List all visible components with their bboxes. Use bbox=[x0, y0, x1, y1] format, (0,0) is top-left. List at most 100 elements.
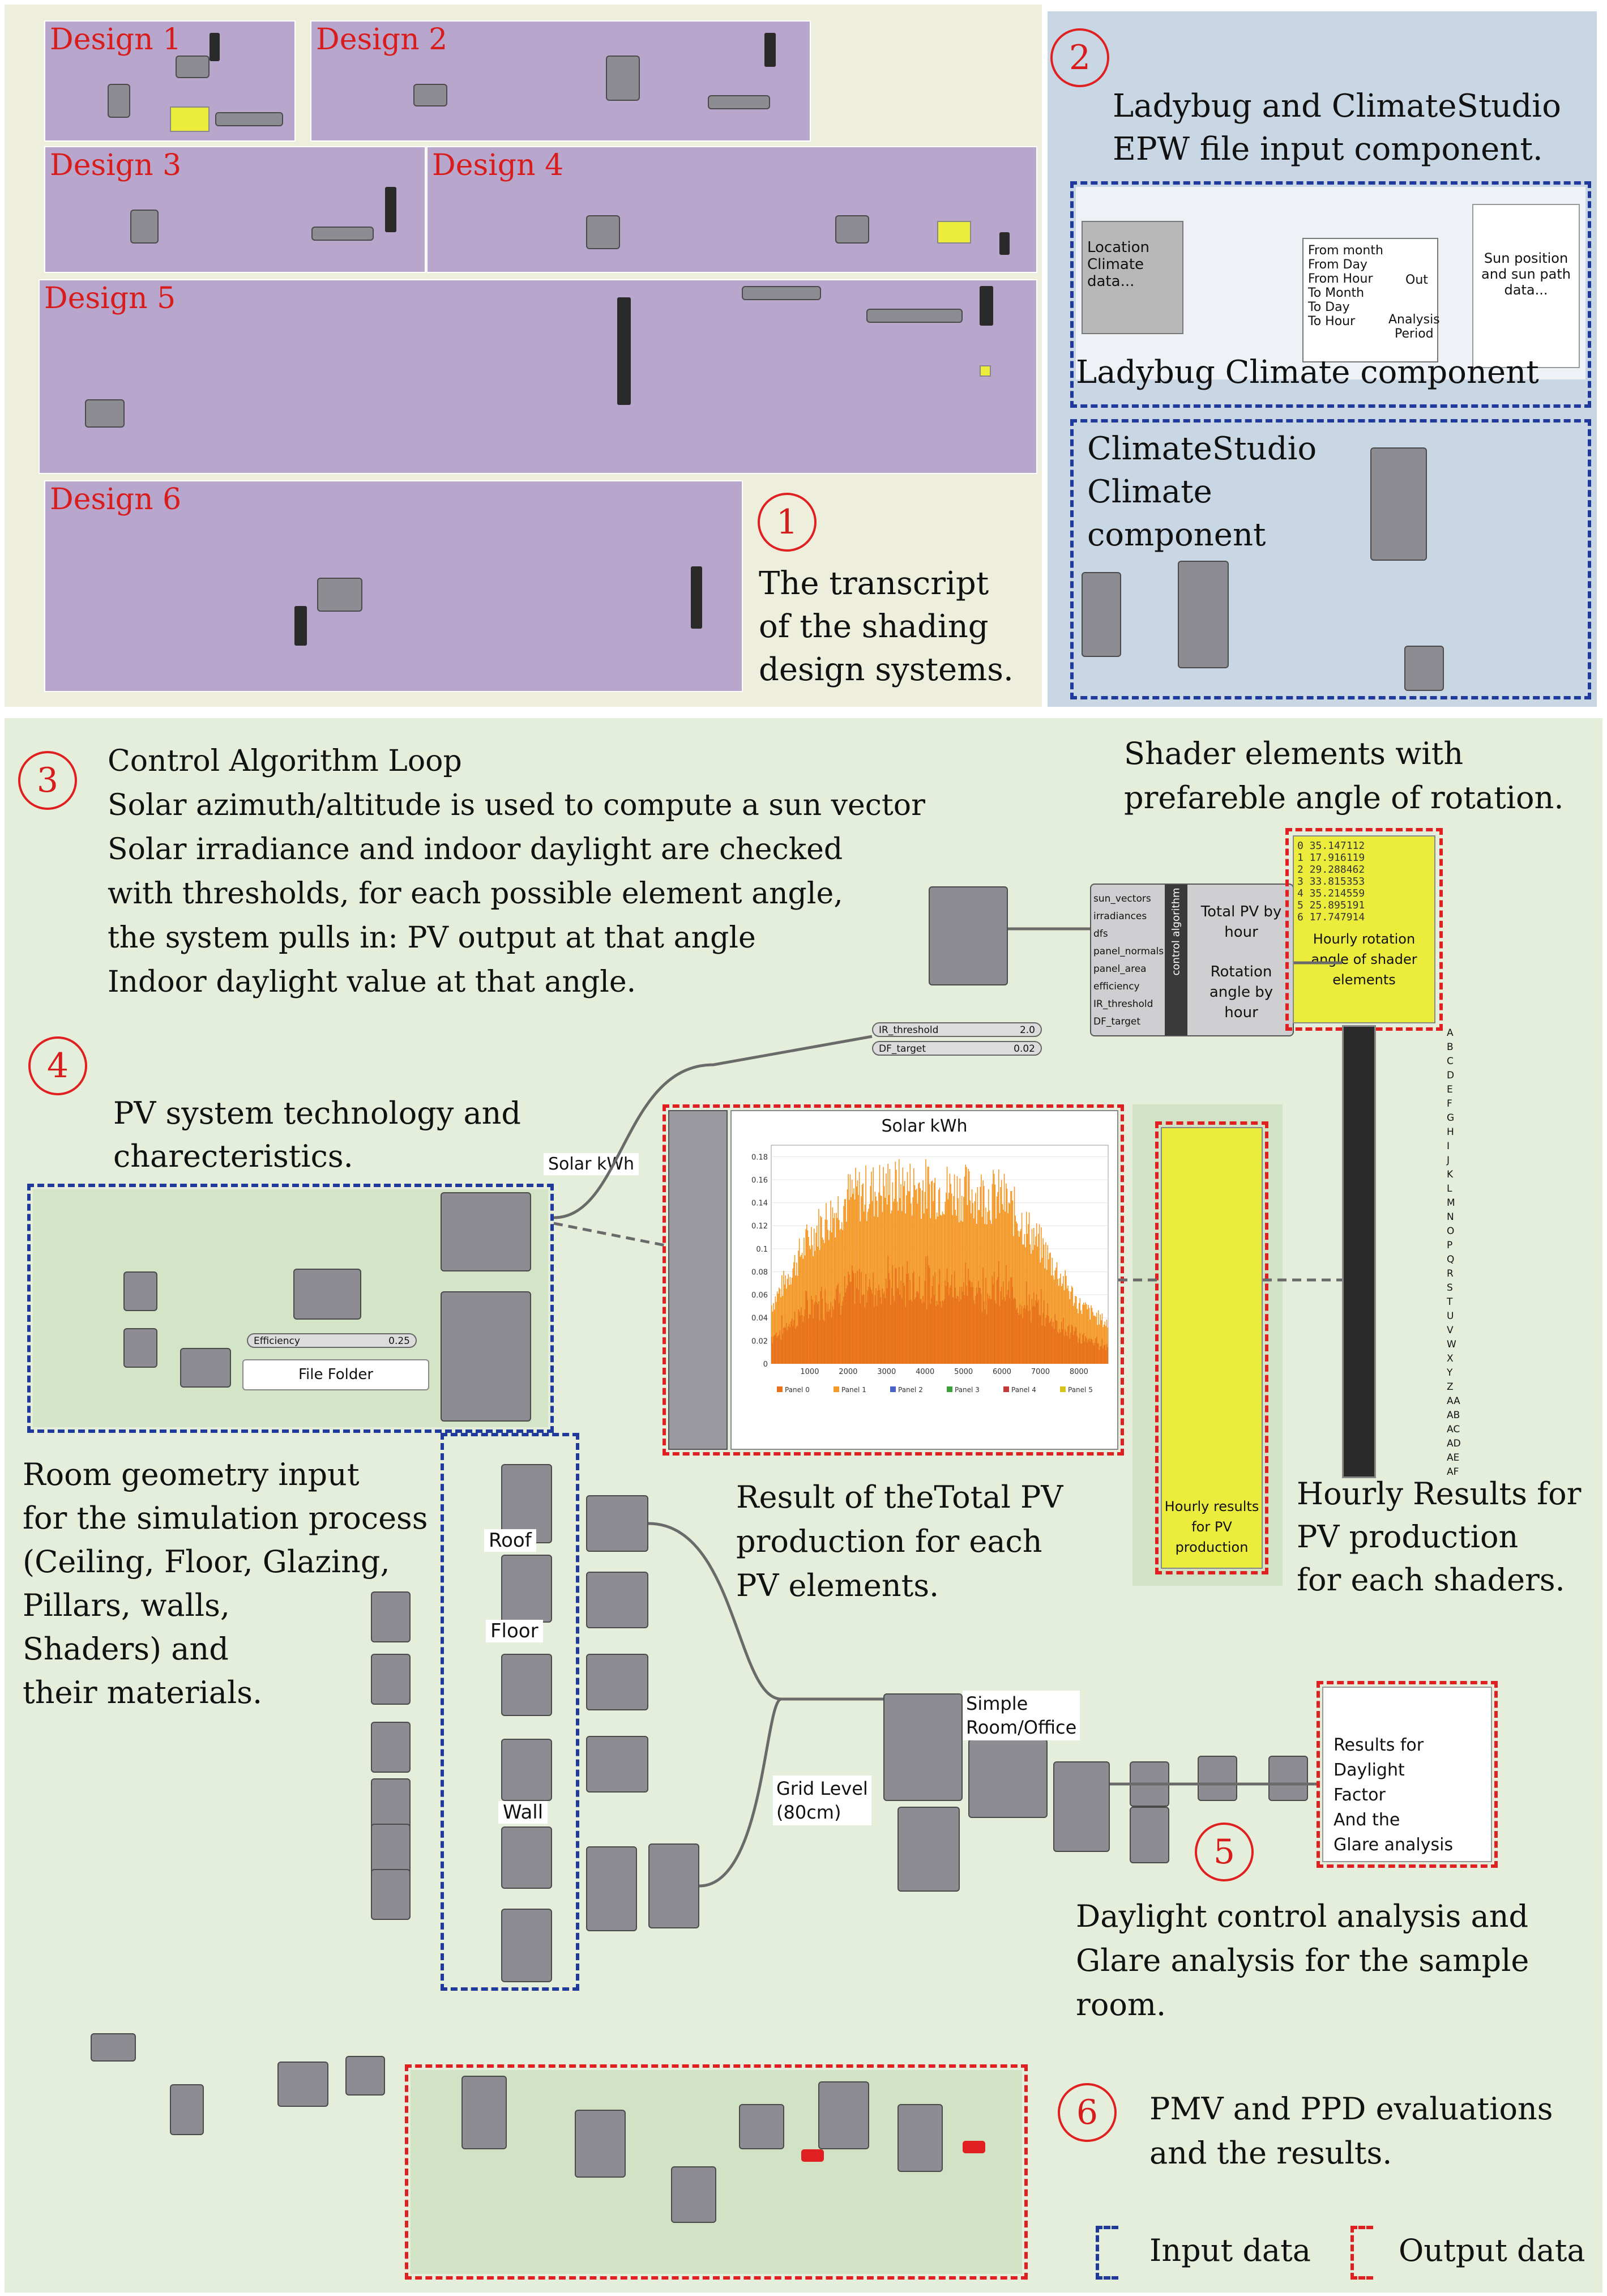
chart-bar bbox=[841, 1305, 843, 1364]
chart-bar bbox=[851, 1265, 853, 1364]
algo-input: sun_vectors bbox=[1093, 893, 1151, 904]
chart-bar bbox=[1097, 1343, 1099, 1364]
chart-bar bbox=[987, 1211, 989, 1364]
chart-bar bbox=[882, 1211, 883, 1364]
chart-bar bbox=[1027, 1305, 1028, 1364]
scale-node bbox=[123, 1271, 157, 1311]
chart-bar bbox=[867, 1290, 869, 1364]
cluster-output-letter: Y bbox=[1447, 1367, 1453, 1379]
chart-bar bbox=[958, 1198, 959, 1364]
chart-bar bbox=[1038, 1300, 1039, 1364]
caption-line: PV production bbox=[1297, 1519, 1519, 1555]
chart-bar bbox=[1103, 1345, 1105, 1364]
ir-threshold-slider[interactable]: IR_threshold 2.0 bbox=[872, 1022, 1042, 1037]
chart-bar bbox=[782, 1334, 784, 1364]
chart-bar bbox=[983, 1186, 985, 1364]
chart-bar bbox=[1058, 1333, 1059, 1364]
chart-bar bbox=[880, 1195, 881, 1364]
chart-bar bbox=[785, 1328, 787, 1364]
chart-bar bbox=[1014, 1298, 1015, 1364]
chart-bar bbox=[1020, 1313, 1022, 1364]
chart-bar bbox=[993, 1170, 994, 1364]
chart-bar bbox=[982, 1268, 984, 1364]
chart-bar bbox=[788, 1326, 789, 1364]
chart-bar bbox=[886, 1173, 887, 1364]
chart-bar bbox=[1033, 1292, 1035, 1364]
chart-bar bbox=[865, 1274, 866, 1364]
caption-line: ClimateStudio bbox=[1087, 430, 1317, 467]
pv-panel-node bbox=[293, 1269, 361, 1320]
legend-swatch bbox=[1003, 1386, 1009, 1392]
chart-bar bbox=[895, 1268, 896, 1364]
chart-bar bbox=[857, 1270, 858, 1364]
chart-bar bbox=[1056, 1321, 1058, 1364]
chart-bar bbox=[1046, 1315, 1048, 1364]
chart-bar bbox=[900, 1281, 901, 1364]
floor-label: Floor bbox=[486, 1620, 543, 1642]
chart-bar bbox=[1072, 1287, 1074, 1364]
cluster-output-letter: R bbox=[1447, 1268, 1454, 1279]
chart-bar bbox=[1070, 1332, 1071, 1364]
chart-bar bbox=[890, 1304, 891, 1364]
chart-bar bbox=[1062, 1329, 1063, 1364]
node-label: data... bbox=[1504, 282, 1548, 298]
chart-bar bbox=[813, 1318, 814, 1364]
chart-bar bbox=[956, 1215, 957, 1364]
chart-bar bbox=[779, 1330, 781, 1364]
chart-bar bbox=[1034, 1245, 1036, 1364]
chart-bar bbox=[978, 1281, 979, 1364]
room-geometry-caption: Room geometry input for the simulation p… bbox=[23, 1453, 476, 1714]
chart-bar bbox=[916, 1189, 917, 1364]
construct-layer-node bbox=[586, 1572, 648, 1628]
chart-bar bbox=[1000, 1291, 1001, 1364]
chart-bar bbox=[873, 1307, 875, 1364]
efficiency-slider[interactable]: Efficiency 0.25 bbox=[247, 1333, 417, 1348]
chart-bar bbox=[1044, 1326, 1046, 1364]
chart-bar bbox=[834, 1298, 835, 1364]
chart-bar bbox=[823, 1243, 825, 1364]
chart-bar bbox=[943, 1301, 944, 1364]
chart-bar bbox=[1048, 1316, 1049, 1364]
chart-bar bbox=[901, 1211, 903, 1364]
chart-bar bbox=[1107, 1347, 1108, 1364]
chart-bar bbox=[862, 1294, 864, 1364]
chart-bar bbox=[1085, 1304, 1087, 1364]
chart-bar bbox=[779, 1334, 780, 1364]
chart-bar bbox=[956, 1176, 958, 1364]
chart-bar bbox=[796, 1262, 797, 1364]
cluster-output-letter: E bbox=[1447, 1084, 1453, 1095]
chart-bar bbox=[965, 1286, 967, 1364]
chart-bar bbox=[781, 1315, 783, 1364]
df-target-slider[interactable]: DF_target 0.02 bbox=[872, 1041, 1042, 1056]
chart-bar bbox=[891, 1288, 892, 1364]
component-dark bbox=[691, 566, 702, 629]
chart-bar bbox=[998, 1261, 999, 1364]
ladybug-caption: Ladybug Climate component bbox=[1076, 354, 1539, 391]
sun-position-node bbox=[929, 886, 1008, 985]
chart-bar bbox=[1058, 1286, 1059, 1364]
chart-bar bbox=[868, 1208, 869, 1364]
algo-output: hour bbox=[1224, 924, 1258, 941]
shader-elements-caption: Shader elements with prefareble angle of… bbox=[1124, 732, 1600, 820]
grid-level-label: Grid Level (80cm) bbox=[773, 1776, 871, 1825]
chart-bar bbox=[1078, 1342, 1079, 1364]
chart-bar bbox=[1040, 1262, 1041, 1364]
chart-bar bbox=[866, 1220, 867, 1364]
chart-bar bbox=[995, 1218, 997, 1364]
wire bbox=[553, 1035, 873, 1219]
construct-layer-node bbox=[586, 1654, 648, 1710]
chart-bar bbox=[777, 1294, 779, 1364]
chart-bar bbox=[924, 1281, 926, 1364]
chart-bar bbox=[1034, 1307, 1036, 1364]
period-line: Period bbox=[1395, 327, 1434, 341]
pmv-caption: PMV and PPD evaluations and the results. bbox=[1149, 2087, 1602, 2175]
hourly-caption: Hourly results for PV production bbox=[1162, 1496, 1262, 1557]
chart-bar bbox=[971, 1282, 973, 1364]
caption-line: Hourly results bbox=[1164, 1499, 1259, 1514]
file-folder-button[interactable]: File Folder bbox=[242, 1359, 429, 1390]
chart-bar bbox=[1088, 1338, 1090, 1364]
chart-bar bbox=[1011, 1277, 1012, 1364]
marker-4: 4 bbox=[28, 1036, 87, 1095]
cluster-output-letter: AF bbox=[1447, 1466, 1459, 1478]
